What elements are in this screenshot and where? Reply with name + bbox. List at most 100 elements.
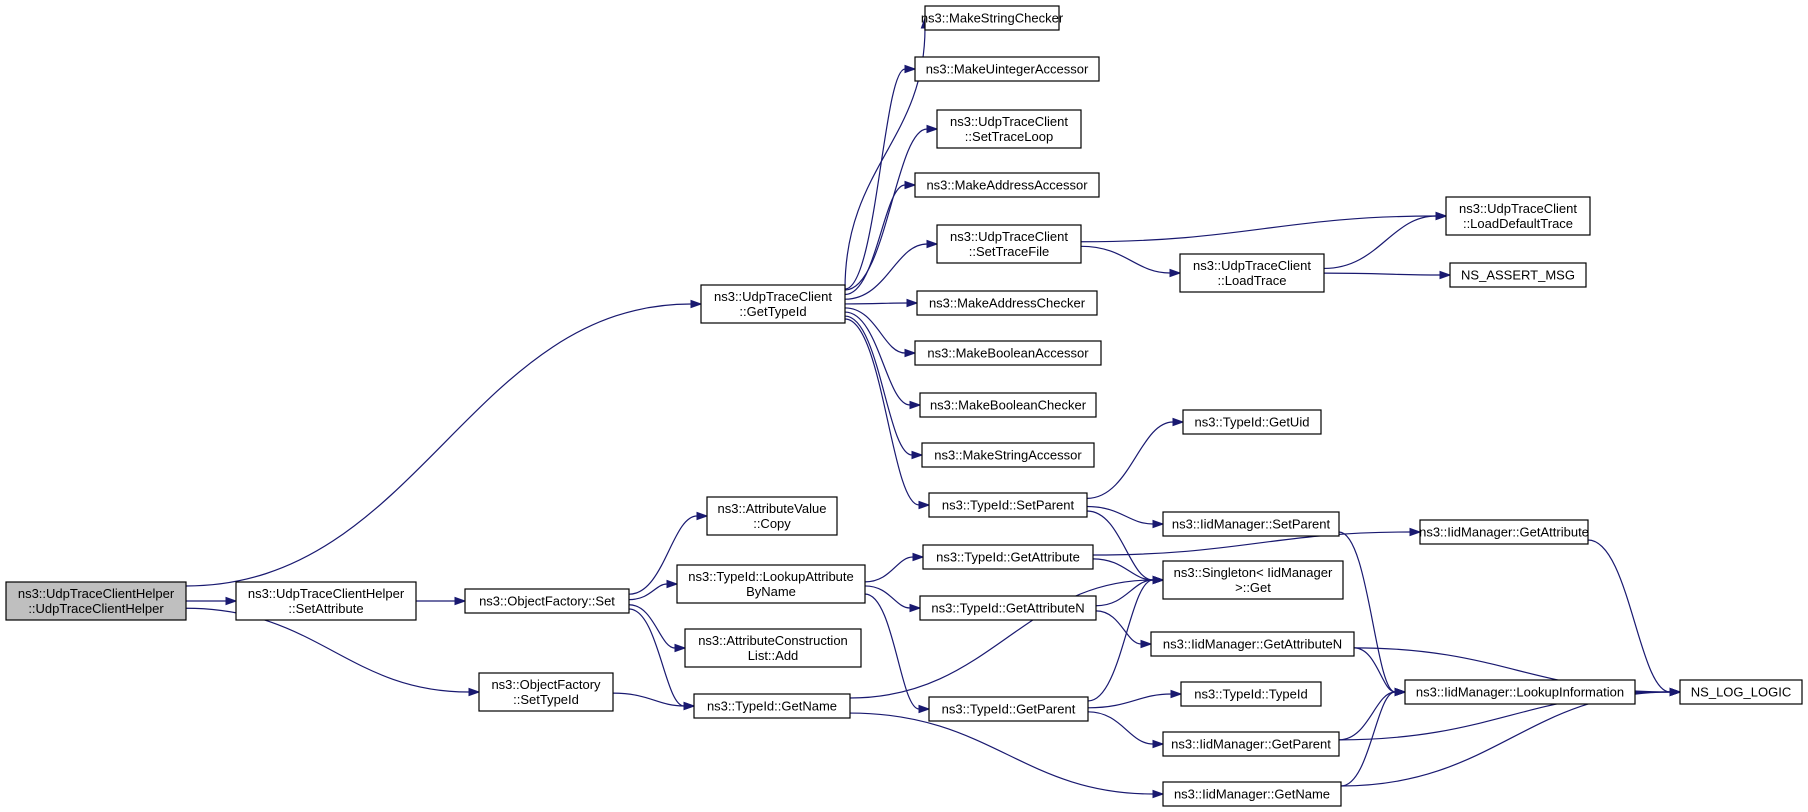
node-label-line: ::SetTraceFile <box>969 244 1049 259</box>
edge-line <box>844 184 906 296</box>
edge-arrowhead <box>1669 687 1682 697</box>
node-box <box>928 696 1089 722</box>
node-of-settypeid[interactable]: ns3::ObjectFactory::SetTypeId <box>478 672 614 712</box>
edge-line <box>1338 531 1396 693</box>
node-iid-getname[interactable]: ns3::IidManager::GetName <box>1162 781 1342 807</box>
node-label-line: >::Get <box>1235 580 1271 595</box>
node-iid-setparent[interactable]: ns3::IidManager::SetParent <box>1162 511 1340 537</box>
node-box <box>1445 196 1591 236</box>
node-typeid-getname[interactable]: ns3::TypeId::GetName <box>693 693 851 719</box>
edge-typeid-lookupattr-to-typeid-getattribute <box>864 552 925 583</box>
node-of-set[interactable]: ns3::ObjectFactory::Set <box>464 588 630 614</box>
edge-utc-settracefile-to-utc-loaddefaulttrace <box>1080 211 1448 243</box>
edge-utc-gettypeid-to-make-address-checker <box>844 298 919 308</box>
edge-line <box>849 712 1154 795</box>
node-typeid-getattribute[interactable]: ns3::TypeId::GetAttribute <box>922 544 1094 570</box>
edge-utc-gettypeid-to-utc-settracefile <box>844 239 939 300</box>
edge-line <box>864 585 911 609</box>
node-box <box>1162 781 1342 807</box>
node-label-line: ns3::TypeId::SetParent <box>942 498 1075 513</box>
edge-line <box>844 318 920 506</box>
node-label-line: ns3::ObjectFactory::Set <box>479 594 615 609</box>
node-box <box>936 224 1082 264</box>
node-av-copy[interactable]: ns3::AttributeValue::Copy <box>706 496 838 536</box>
node-utc-settraceloop[interactable]: ns3::UdpTraceClient::SetTraceLoop <box>936 109 1082 149</box>
edge-typeid-getname-to-singleton-get <box>849 575 1165 699</box>
edge-arrowhead <box>926 124 939 134</box>
node-label-line: ns3::MakeBooleanAccessor <box>927 346 1089 361</box>
edge-utc-loadtrace-to-ns-assert-msg <box>1323 270 1452 280</box>
node-utc-loadtrace[interactable]: ns3::UdpTraceClient::LoadTrace <box>1179 253 1325 293</box>
edge-arrowhead <box>1172 417 1185 427</box>
node-box <box>1162 560 1344 600</box>
node-label-line: ns3::IidManager::GetName <box>1174 787 1330 802</box>
edge-line <box>1087 711 1154 745</box>
node-label-line: List::Add <box>748 648 799 663</box>
node-label-line: ns3::UdpTraceClient <box>714 289 832 304</box>
edge-of-set-to-av-copy <box>628 511 709 595</box>
node-make-uinteger-accessor[interactable]: ns3::MakeUintegerAccessor <box>914 56 1100 82</box>
node-ns-assert-msg[interactable]: NS_ASSERT_MSG <box>1449 262 1587 288</box>
edge-arrowhead <box>1409 527 1422 537</box>
edge-arrowhead <box>1152 789 1165 799</box>
edge-utc-gettypeid-to-make-address-accessor <box>844 180 917 296</box>
edge-typeid-setparent-to-typeid-getuid <box>1086 417 1185 499</box>
node-box <box>914 172 1100 198</box>
edge-arrowhead <box>1170 689 1183 699</box>
edge-arrowhead <box>904 64 917 74</box>
edge-line <box>844 68 906 290</box>
node-typeid-getattributen[interactable]: ns3::TypeId::GetAttributeN <box>919 595 1097 621</box>
node-iid-getattributen[interactable]: ns3::IidManager::GetAttributeN <box>1150 631 1355 657</box>
node-iid-getparent[interactable]: ns3::IidManager::GetParent <box>1162 731 1340 757</box>
edge-utc-gettypeid-to-make-string-accessor <box>844 315 924 460</box>
node-typeid-setparent[interactable]: ns3::TypeId::SetParent <box>928 492 1088 518</box>
node-utc-settracefile[interactable]: ns3::UdpTraceClient::SetTraceFile <box>936 224 1082 264</box>
edge-typeid-getparent-to-iid-getparent <box>1087 711 1165 749</box>
node-utc-gettypeid[interactable]: ns3::UdpTraceClient::GetTypeId <box>700 284 846 324</box>
node-box <box>1182 409 1322 435</box>
node-label-line: ns3::UdpTraceClient <box>1193 258 1311 273</box>
node-box <box>478 672 614 712</box>
edge-line <box>1338 691 1396 741</box>
edge-arrowhead <box>906 298 919 308</box>
edge-arrowhead <box>904 348 917 358</box>
node-iid-getattribute[interactable]: ns3::IidManager::GetAttribute <box>1419 519 1589 545</box>
node-make-boolean-checker[interactable]: ns3::MakeBooleanChecker <box>919 392 1097 418</box>
edge-arrowhead <box>1435 211 1448 221</box>
node-label-line: ns3::TypeId::GetParent <box>942 702 1076 717</box>
edge-arrowhead <box>909 400 922 410</box>
node-make-address-checker[interactable]: ns3::MakeAddressChecker <box>916 290 1098 316</box>
node-typeid-getparent[interactable]: ns3::TypeId::GetParent <box>928 696 1089 722</box>
edge-arrowhead <box>926 239 939 249</box>
edge-arrowhead <box>1152 739 1165 749</box>
node-box <box>235 581 417 621</box>
node-make-address-accessor[interactable]: ns3::MakeAddressAccessor <box>914 172 1100 198</box>
edge-root-to-helper-setattr <box>186 596 238 606</box>
node-helper-setattr[interactable]: ns3::UdpTraceClientHelper::SetAttribute <box>235 581 417 621</box>
node-box <box>684 628 862 668</box>
node-label-line: ::LoadTrace <box>1218 273 1287 288</box>
node-typeid-typeid[interactable]: ns3::TypeId::TypeId <box>1180 681 1322 707</box>
node-box <box>5 581 187 621</box>
edge-arrowhead <box>683 701 696 711</box>
node-box <box>914 340 1102 366</box>
node-ns-log-logic[interactable]: NS_LOG_LOGIC <box>1679 679 1803 705</box>
edge-line <box>844 311 911 406</box>
edge-arrowhead <box>225 596 238 606</box>
edge-arrowhead <box>1140 639 1153 649</box>
node-label-line: ns3::MakeBooleanChecker <box>930 398 1087 413</box>
node-make-string-accessor[interactable]: ns3::MakeStringAccessor <box>921 442 1095 468</box>
node-box <box>1162 511 1340 537</box>
node-typeid-getuid[interactable]: ns3::TypeId::GetUid <box>1182 409 1322 435</box>
node-box <box>919 595 1097 621</box>
edge-line <box>628 608 685 707</box>
node-make-boolean-accessor[interactable]: ns3::MakeBooleanAccessor <box>914 340 1102 366</box>
edge-line <box>612 692 685 707</box>
node-singleton-get[interactable]: ns3::Singleton< IidManager >::Get <box>1162 560 1344 600</box>
node-make-string-checker[interactable]: ns3::MakeStringChecker <box>921 5 1064 31</box>
node-utc-loaddefaulttrace[interactable]: ns3::UdpTraceClient::LoadDefaultTrace <box>1445 196 1591 236</box>
node-iid-lookupinfo[interactable]: ns3::IidManager::LookupInformation <box>1404 679 1636 705</box>
